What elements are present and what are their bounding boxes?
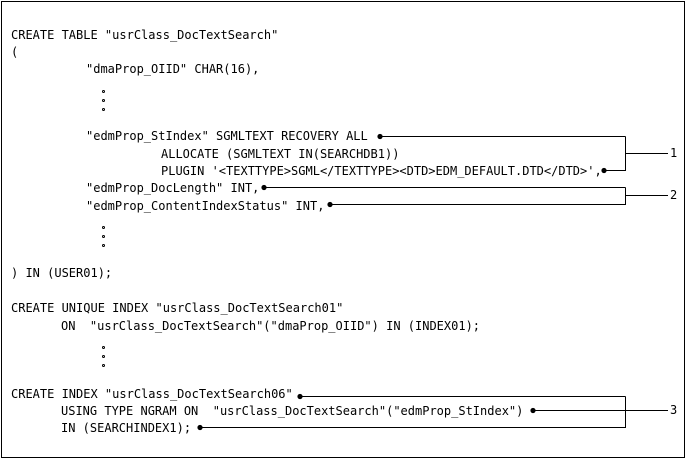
callout-bracket-1: [380, 136, 668, 171]
code-line-create-table: CREATE TABLE "usrClass_DocTextSearch": [11, 28, 279, 42]
callout-bracket-2: [264, 187, 668, 205]
code-line-in-searchindex1: IN (SEARCHINDEX1);: [61, 421, 192, 435]
callout-dot-1b: [601, 167, 607, 174]
callout-dot-3a: [297, 393, 303, 400]
code-line-stindex: "edmProp_StIndex" SGMLTEXT RECOVERY ALL: [86, 129, 368, 143]
callout-dot-3b: [530, 407, 536, 414]
code-line-allocate: ALLOCATE (SGMLTEXT IN(SEARCHDB1)): [161, 147, 400, 161]
code-line-plugin: PLUGIN '<TEXTTYPE>SGML</TEXTTYPE><DTD>ED…: [161, 164, 602, 178]
ellipsis-dots-2: [102, 226, 106, 253]
code-line-contentindexstatus: "edmProp_ContentIndexStatus" INT,: [86, 199, 325, 213]
ellipsis-dots-1: [102, 90, 106, 117]
callout-number-3: 3: [670, 403, 678, 417]
callout-number-1: 1: [670, 146, 678, 160]
callout-dot-2a: [261, 184, 267, 191]
code-line-open-paren: (: [11, 45, 19, 59]
code-line-in-user01: ) IN (USER01);: [11, 266, 113, 280]
callout-dot-1a: [377, 133, 383, 140]
callout-dot-3c: [197, 424, 203, 431]
code-line-on-oiid: ON "usrClass_DocTextSearch"("dmaProp_OII…: [61, 319, 481, 333]
code-line-create-index: CREATE INDEX "usrClass_DocTextSearch06": [11, 387, 293, 401]
callout-number-2: 2: [670, 188, 678, 202]
code-line-oiid: "dmaProp_OIID" CHAR(16),: [86, 62, 260, 76]
callout-dot-2b: [327, 201, 333, 208]
callout-bracket-3: [200, 396, 668, 428]
code-line-create-unique-index: CREATE UNIQUE INDEX "usrClass_DocTextSea…: [11, 301, 344, 315]
code-line-using-ngram: USING TYPE NGRAM ON "usrClass_DocTextSea…: [61, 404, 524, 418]
ellipsis-dots-3: [102, 346, 106, 373]
code-line-doclength: "edmProp_DocLength" INT,: [86, 181, 260, 195]
